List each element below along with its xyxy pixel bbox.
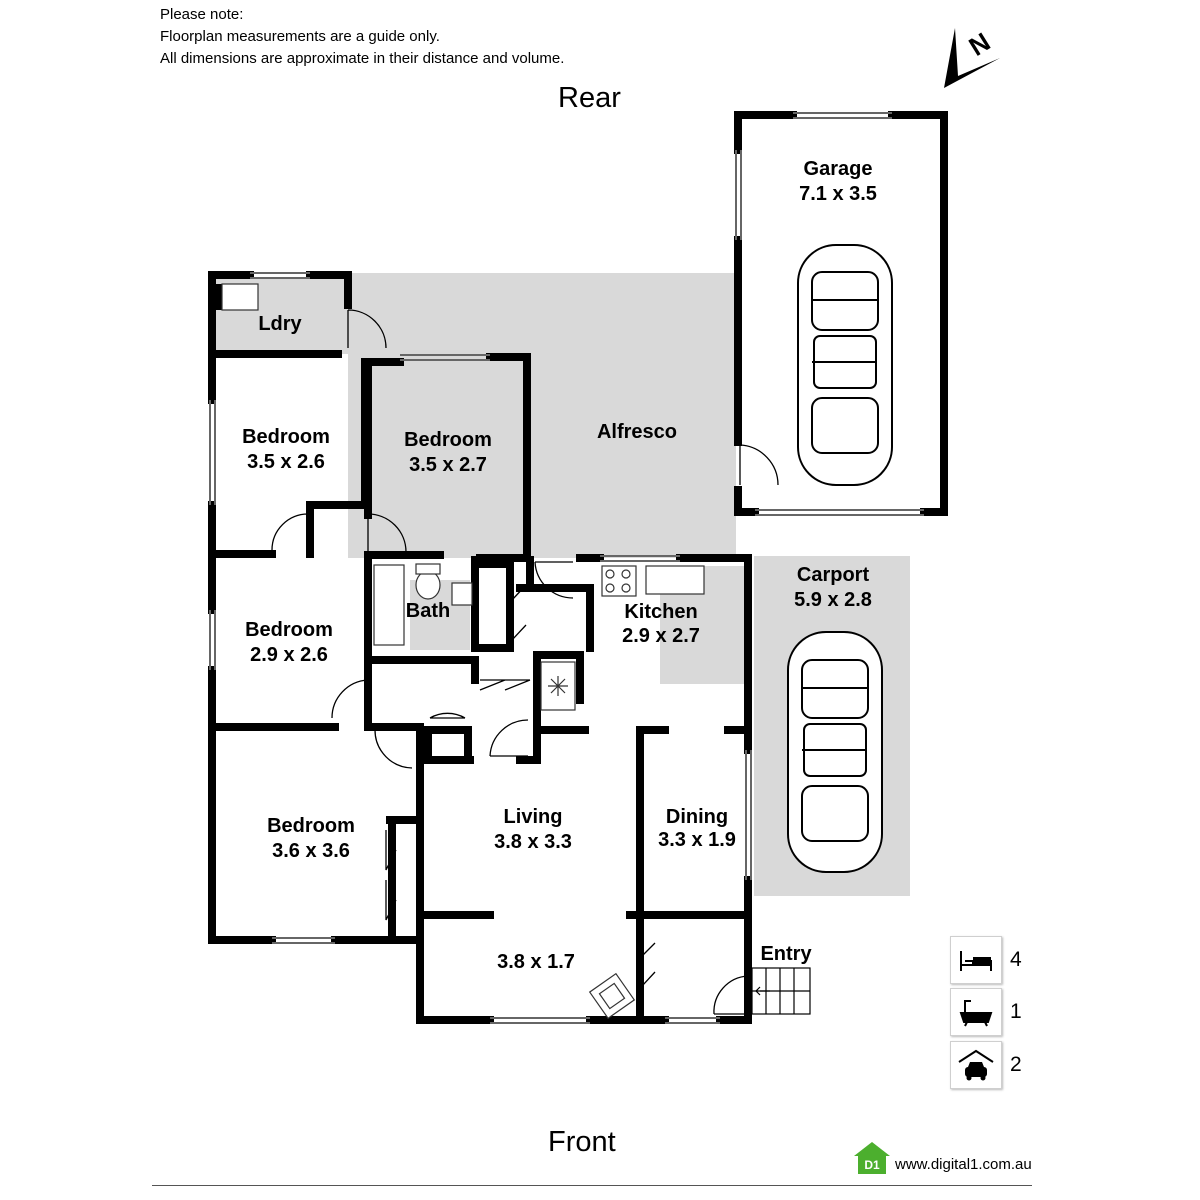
legend-bedrooms [950,936,1002,984]
garage-dims: 7.1 x 3.5 [799,183,877,205]
legend-bathrooms [950,988,1002,1036]
bath-name: Bath [406,600,450,622]
entry-name: Entry [760,943,812,965]
doors [271,309,779,1015]
legend-parking [950,1041,1002,1089]
kitchen-name: Kitchen [624,601,697,623]
garage-name: Garage [804,158,873,180]
bedroom-2-name: Bedroom [404,429,492,451]
legend-bedrooms-count: 4 [1010,948,1022,971]
room-labels: Garage 7.1 x 3.5 Ldry Bedroom 3.5 x 2.6 … [242,158,877,973]
bedroom-2-dims: 3.5 x 2.7 [409,454,487,476]
alfresco-area [348,273,736,558]
toilet-icon [415,570,441,600]
car-garage-icon [958,1049,994,1081]
carport-dims: 5.9 x 2.8 [794,589,872,611]
footer-divider [152,1185,1032,1186]
front-room-dims: 3.8 x 1.7 [497,951,575,973]
note-line-3: All dimensions are approximate in their … [160,50,565,67]
legend-bathrooms-count: 1 [1010,1000,1022,1023]
living-name: Living [504,806,563,828]
note-line-1: Please note: [160,6,244,23]
north-label: N [964,26,996,61]
fixtures [221,283,705,1020]
logo-text: D1 [864,1158,880,1172]
note-line-2: Floorplan measurements are a guide only. [160,28,440,45]
website-link[interactable]: www.digital1.com.au [895,1156,1032,1173]
walls [208,111,948,1024]
bath-icon [959,1000,993,1027]
disclaimer-note: Please note: Floorplan measurements are … [160,4,564,70]
north-arrow-icon: N [944,26,1000,88]
bed-icon [960,951,992,971]
kitchen-sink-icon [645,565,705,595]
front-label: Front [548,1126,616,1158]
alfresco-name: Alfresco [597,421,677,443]
bedroom-4-dims: 3.6 x 3.6 [272,840,350,862]
dining-name: Dining [666,806,728,828]
living-dims: 3.8 x 3.3 [494,831,572,853]
bedroom-3-dims: 2.9 x 2.6 [250,644,328,666]
basin-icon [451,582,473,606]
rear-label: Rear [558,82,621,114]
entry-steps [751,967,811,1015]
windows [209,112,924,1024]
bathtub-icon [373,564,405,646]
laundry-name: Ldry [258,313,302,335]
bedroom-3-name: Bedroom [245,619,333,641]
legend-parking-count: 2 [1010,1053,1022,1076]
carport-name: Carport [797,564,870,586]
digital1-logo: D1 [854,1142,890,1174]
kitchen-dims: 2.9 x 2.7 [622,625,700,647]
bedroom-1-dims: 3.5 x 2.6 [247,451,325,473]
dining-dims: 3.3 x 1.9 [658,829,736,851]
carport-car-icon [787,631,883,873]
garage-car-icon [797,244,893,486]
bedroom-4-name: Bedroom [267,815,355,837]
outdoor-areas [212,273,910,896]
laundry-tub-icon [221,283,259,311]
bedroom-1-name: Bedroom [242,426,330,448]
